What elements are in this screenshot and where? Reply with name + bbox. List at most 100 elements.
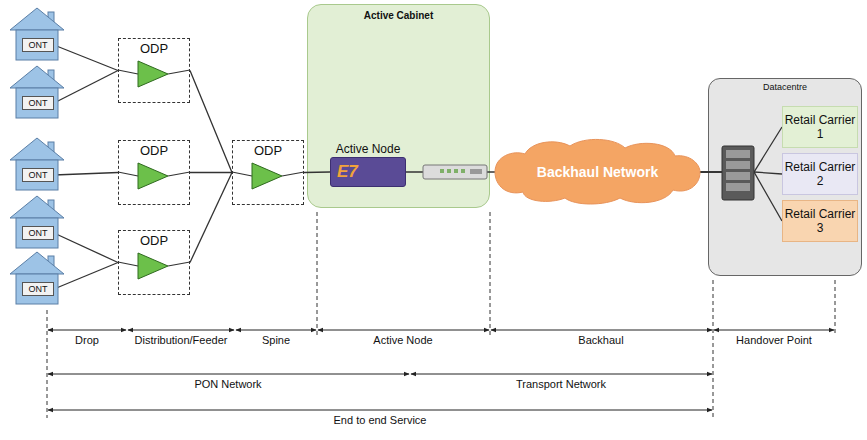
splitter-wire — [282, 172, 304, 176]
cloud-outline — [495, 139, 700, 204]
dimension-label: Drop — [75, 334, 99, 347]
dimension-label: PON Network — [194, 378, 261, 391]
ont-box: ONT — [22, 168, 54, 182]
dimension-arrow — [714, 330, 834, 331]
dimension-arrow — [48, 330, 126, 331]
switch-icon — [423, 165, 487, 179]
dimension-label: Distribution/Feeder — [135, 334, 228, 347]
ont-box: ONT — [22, 96, 54, 110]
node-label: ODP — [140, 143, 168, 158]
dimension-label: Backhaul — [578, 334, 623, 347]
ont-box: ONT — [22, 226, 54, 240]
node-label: ONT — [29, 284, 48, 294]
fiber-link — [190, 173, 232, 263]
fiber-link — [190, 172, 232, 173]
house-roof — [10, 66, 64, 88]
node-label: Retail Carrier 1 — [783, 113, 857, 141]
node-label: ONT — [29, 228, 48, 238]
dimension-label: End to end Service — [334, 414, 427, 427]
house-icon — [10, 252, 64, 304]
fiber-link — [54, 173, 118, 176]
house-body — [16, 88, 58, 118]
house-body — [16, 274, 58, 304]
boundary-line — [47, 310, 48, 418]
network-cloud: Backhaul Network — [495, 138, 700, 206]
node-label: Active Node — [336, 142, 401, 157]
splitter-wire — [168, 172, 190, 176]
house-icon — [10, 66, 64, 118]
dimension-arrow — [236, 330, 316, 331]
switch-body — [423, 165, 487, 179]
node-label: Backhaul Network — [537, 164, 658, 181]
dimension-arrow — [128, 330, 234, 331]
node-label: E7 — [337, 162, 358, 182]
rack-unit — [726, 183, 750, 191]
odp-box: ODP — [118, 140, 190, 205]
rack-unit — [726, 161, 750, 169]
splitter-wire — [118, 70, 138, 74]
dimension-arrow — [411, 374, 712, 375]
splitter-triangle — [252, 163, 282, 189]
dimension-label: Transport Network — [516, 378, 606, 391]
dimension-label: Handover Point — [736, 334, 812, 347]
boundary-line — [713, 280, 714, 418]
house-body — [16, 30, 58, 60]
dimension-arrow — [48, 374, 409, 375]
rack-unit — [726, 150, 750, 158]
rack-body — [722, 146, 754, 200]
house-body — [16, 160, 58, 190]
device-body: E7 — [330, 157, 406, 187]
boundary-line — [317, 212, 318, 336]
node-label: ODP — [140, 41, 168, 56]
carrier-box: Retail Carrier 2 — [782, 153, 858, 195]
dimension-arrow — [48, 410, 712, 411]
house-roof — [10, 8, 64, 30]
carrier-box: Retail Carrier 3 — [782, 200, 858, 242]
fiber-link — [54, 233, 118, 263]
house-icon — [10, 196, 64, 248]
server-rack-icon — [722, 146, 754, 200]
switch-port — [440, 169, 444, 173]
switch-port — [454, 169, 458, 173]
house-icon — [10, 8, 64, 60]
node-label: ONT — [29, 170, 48, 180]
splitter-wire — [118, 262, 138, 266]
fiber-link — [190, 71, 232, 173]
fiber-link — [54, 45, 118, 71]
active-node-device: Active NodeE7 — [330, 142, 406, 188]
splitter-triangle — [138, 163, 168, 189]
dimension-arrow — [491, 330, 712, 331]
rack-unit — [726, 172, 750, 180]
node-label: Retail Carrier 3 — [783, 207, 857, 235]
house-icon — [10, 138, 64, 190]
odp-box: ODP — [118, 230, 190, 295]
fiber-link — [54, 71, 118, 104]
carrier-box: Retail Carrier 1 — [782, 106, 858, 148]
node-label: Active Cabinet — [308, 9, 489, 22]
house-body — [16, 218, 58, 248]
node-label: ODP — [140, 233, 168, 248]
ont-box: ONT — [22, 38, 54, 52]
switch-port — [461, 169, 465, 173]
boundary-line — [835, 280, 836, 336]
odp-box: ODP — [118, 38, 190, 103]
fiber-link — [54, 263, 118, 290]
odp-box: ODP — [232, 140, 304, 205]
ont-box: ONT — [22, 282, 54, 296]
house-roof — [10, 252, 64, 274]
switch-port — [470, 169, 482, 174]
dimension-label: Spine — [262, 334, 290, 347]
node-label: ONT — [29, 98, 48, 108]
splitter-wire — [168, 262, 190, 266]
node-label: ONT — [29, 40, 48, 50]
dimension-arrow — [318, 330, 489, 331]
splitter-wire — [168, 70, 190, 74]
boundary-line — [490, 212, 491, 336]
splitter-wire — [118, 172, 138, 176]
splitter-triangle — [138, 253, 168, 279]
splitter-triangle — [138, 61, 168, 87]
node-label: Datacentre — [709, 82, 861, 93]
house-roof — [10, 138, 64, 160]
switch-port — [447, 169, 451, 173]
